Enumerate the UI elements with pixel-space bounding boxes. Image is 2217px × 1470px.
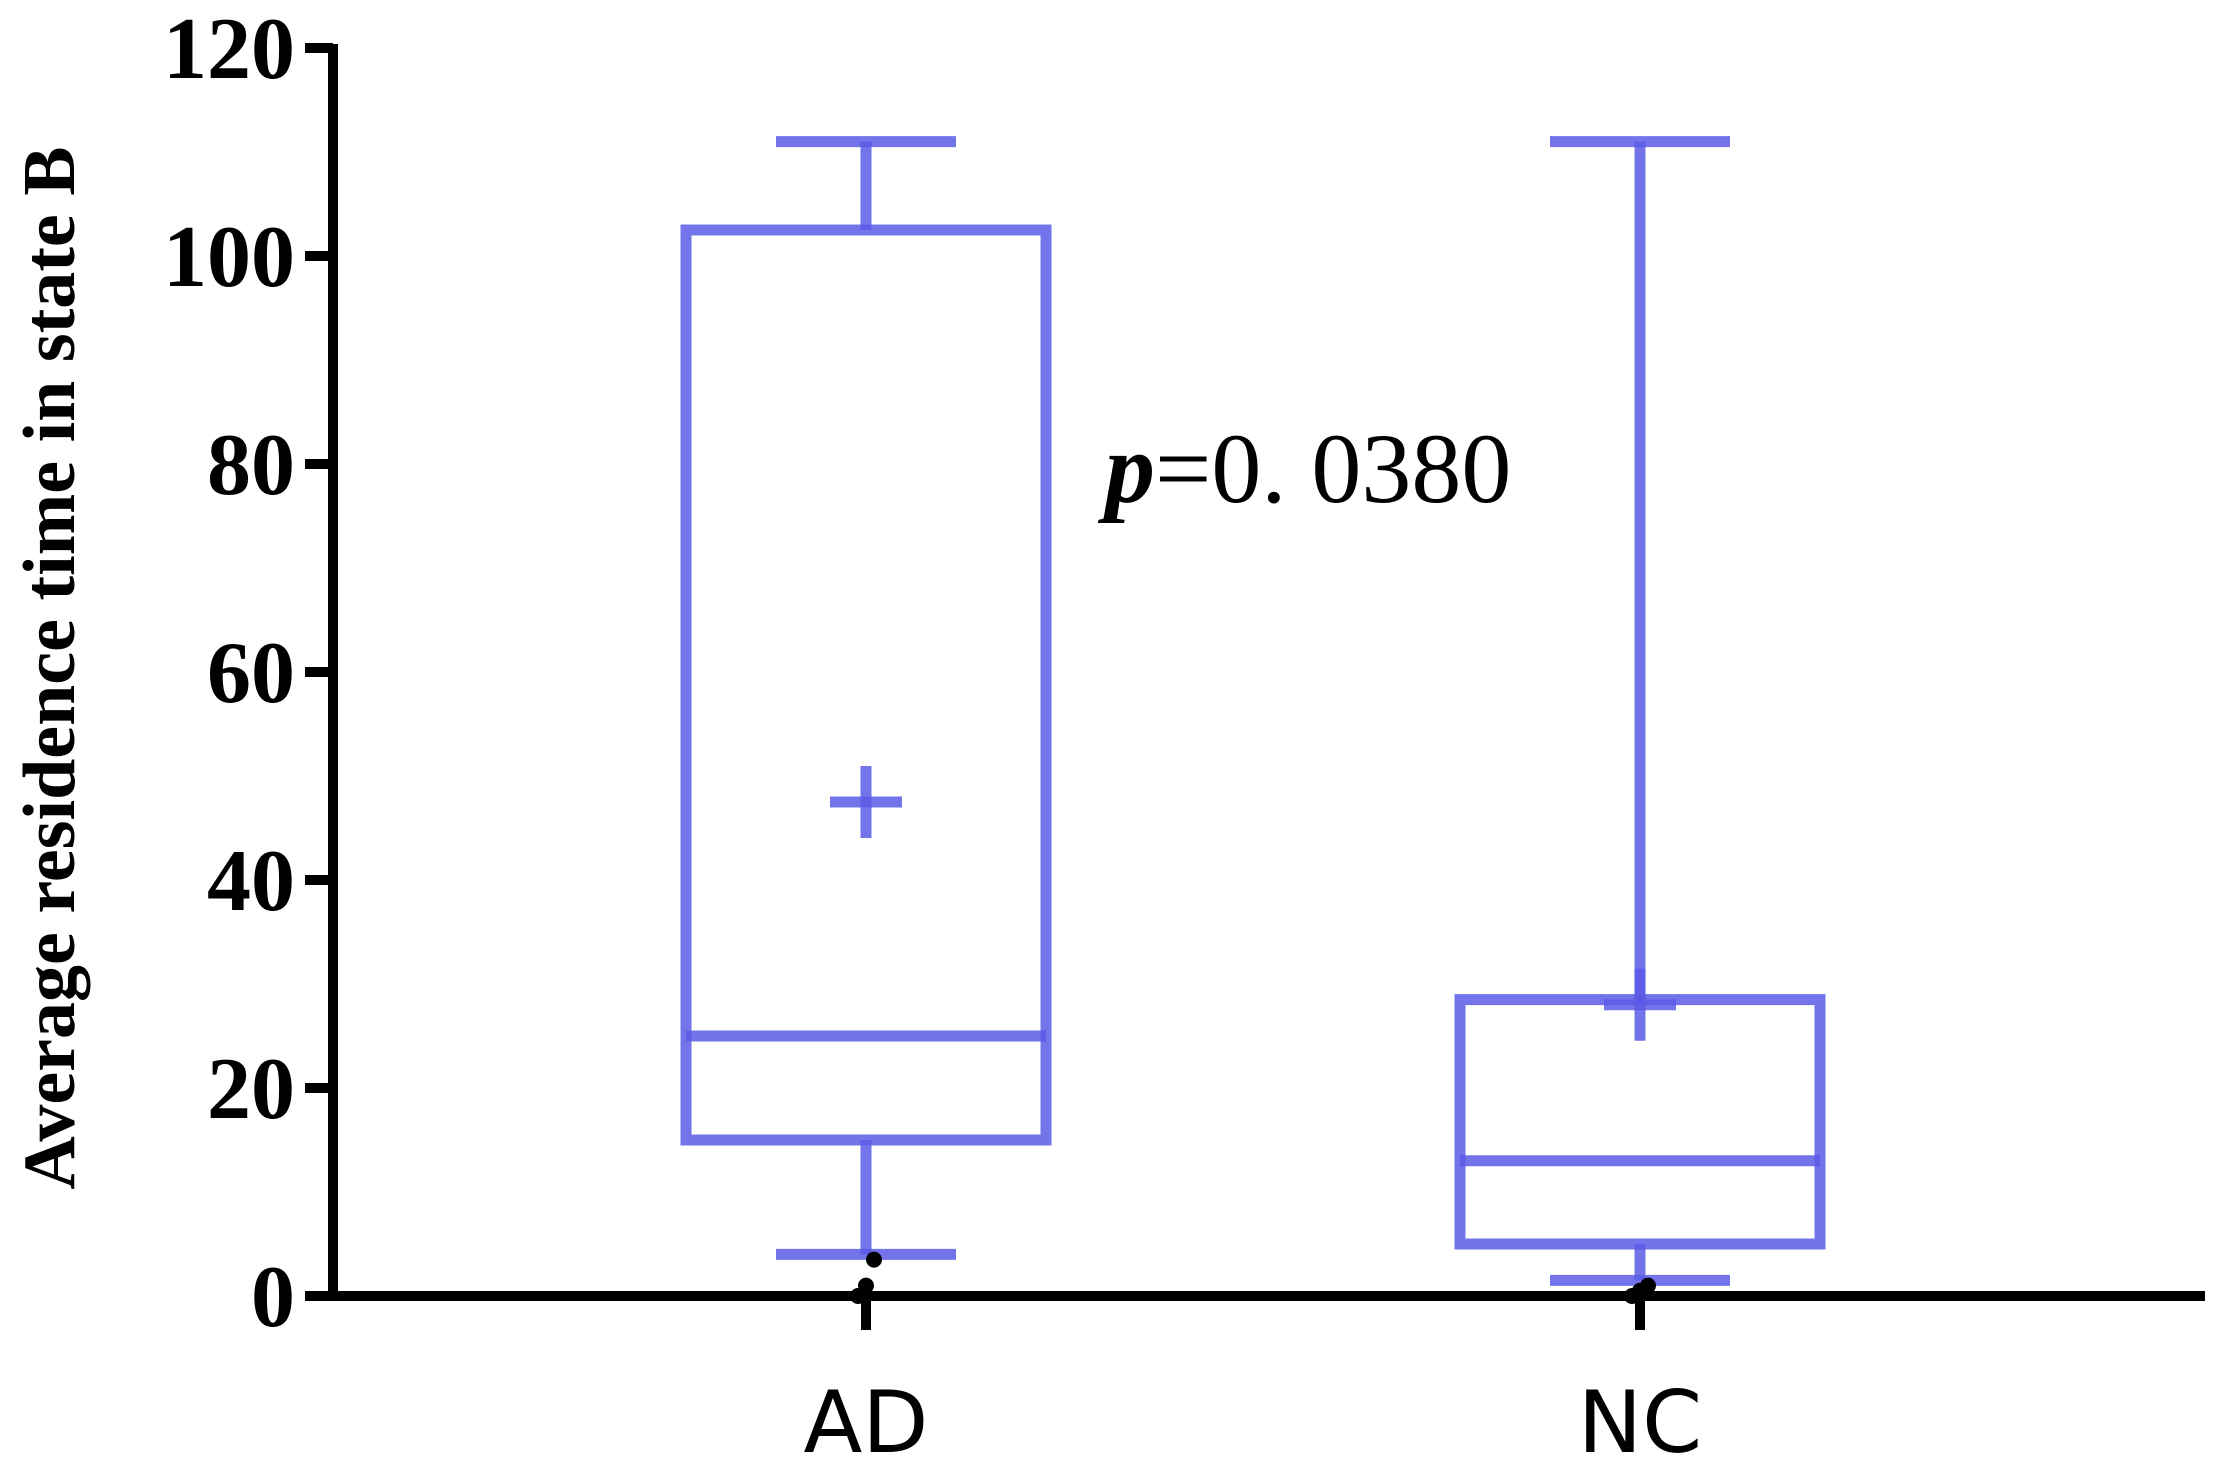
p-value-symbol: p [1097, 413, 1155, 524]
y-tick-label-120: 120 [163, 1, 295, 98]
p-value-text: =0. 0380 [1155, 413, 1511, 524]
y-tick-label-40: 40 [207, 833, 295, 930]
x-tick-label-AD: AD [803, 1373, 928, 1470]
box-AD [680, 224, 1052, 1146]
y-tick-label-60: 60 [207, 625, 295, 722]
y-tick-label-80: 80 [207, 417, 295, 514]
point-layer [850, 1251, 1656, 1304]
p-value-annotation: p=0. 0380 [1097, 413, 1511, 524]
axis-layer [305, 43, 2205, 1330]
y-tick-label-100: 100 [163, 209, 295, 306]
y-axis-title: Average residence time in state B [9, 146, 91, 1189]
y-tick-label-0: 0 [251, 1249, 295, 1346]
data-point-AD-1 [858, 1277, 874, 1294]
y-tick-label-20: 20 [207, 1041, 295, 1138]
box-layer [680, 136, 1826, 1286]
x-tick-label-NC: NC [1578, 1373, 1702, 1470]
data-point-NC-2 [1640, 1277, 1656, 1294]
data-point-AD-2 [866, 1251, 882, 1268]
